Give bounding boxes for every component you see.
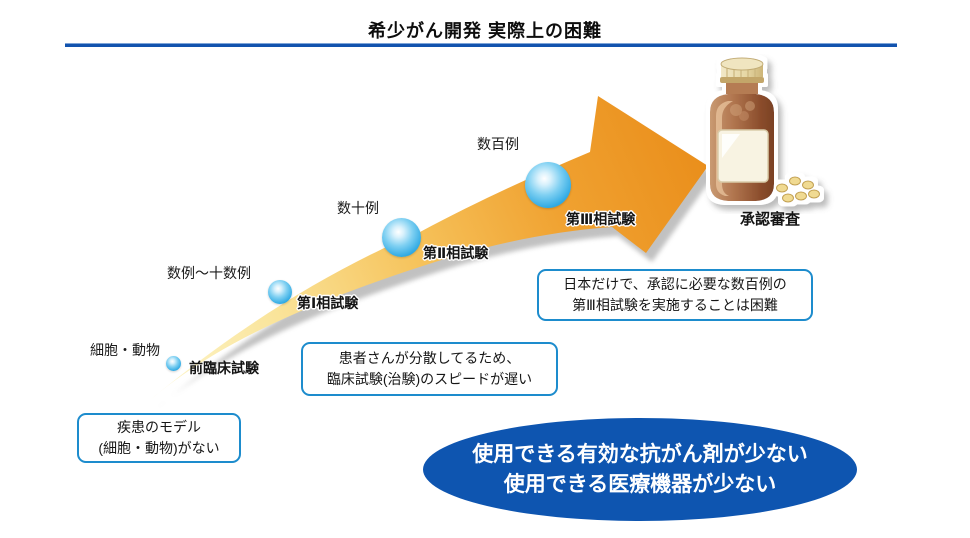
title-divider-rule <box>65 43 897 47</box>
bottle-neck <box>726 83 758 94</box>
conclusion-line: 使用できる有効な抗がん剤が少ない <box>472 443 808 467</box>
conclusion-line: 使用できる医療機器が少ない <box>503 472 777 496</box>
callout-box-slow-trials: 患者さんが分散してるため、 臨床試験(治験)のスピードが遅い <box>301 342 558 396</box>
callout-line: 患者さんが分散してるため、 <box>338 350 521 366</box>
stage-count-label-phase3: 数百例 <box>477 136 519 152</box>
callout-line: 日本だけで、承認に必要な数百例の <box>563 276 787 292</box>
bottle-cap-rim <box>720 77 764 83</box>
stage-circle-phase1 <box>268 280 292 304</box>
page-title: 希少がん開発 実際上の困難 <box>368 21 602 41</box>
stage-circle-preclinical <box>166 356 181 371</box>
stage-circle-phase2 <box>382 218 421 257</box>
stage-circle-phase3 <box>525 162 571 208</box>
medicine-bottle-illustration <box>710 57 820 203</box>
conclusion-ellipse: 使用できる有効な抗がん剤が少ない 使用できる医療機器が少ない <box>423 418 857 521</box>
bottle-cap-top <box>720 57 764 71</box>
callout-box-no-model: 疾患のモデル (細胞・動物)がない <box>77 413 241 463</box>
callout-line: 臨床試験(治験)のスピードが遅い <box>326 371 533 387</box>
approval-review-label: 承認審査 <box>739 211 800 228</box>
callout-line: 第Ⅲ相試験を実施することは困難 <box>572 297 778 313</box>
stage-phase-label-phase2: 第Ⅱ相試験 <box>423 245 489 261</box>
stage-count-label-preclinical: 細胞・動物 <box>90 342 160 358</box>
pills <box>776 176 820 203</box>
arrow-body <box>150 96 708 400</box>
callout-line: 疾患のモデル <box>117 419 201 435</box>
stage-phase-label-preclinical: 前臨床試験 <box>189 360 259 376</box>
callout-line: (細胞・動物)がない <box>98 440 220 456</box>
stage-count-label-phase1: 数例〜十数例 <box>167 265 251 281</box>
stage-count-label-phase2: 数十例 <box>337 200 379 216</box>
callout-box-phase3-difficult: 日本だけで、承認に必要な数百例の 第Ⅲ相試験を実施することは困難 <box>537 269 813 321</box>
stage-phase-label-phase1: 第Ⅰ相試験 <box>297 295 359 311</box>
stage-phase-label-phase3: 第Ⅲ相試験 <box>566 211 636 227</box>
